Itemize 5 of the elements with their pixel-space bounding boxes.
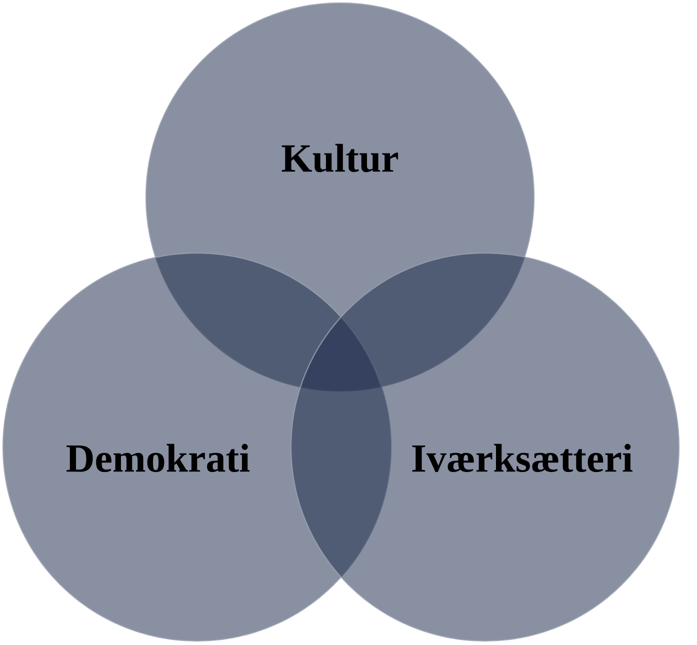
venn-circle (2, 252, 392, 642)
circle-label: Kultur (282, 144, 398, 172)
circle-label: Iværksætteri (412, 444, 632, 472)
venn-circle (290, 252, 680, 642)
circle-label: Demokrati (66, 444, 250, 472)
